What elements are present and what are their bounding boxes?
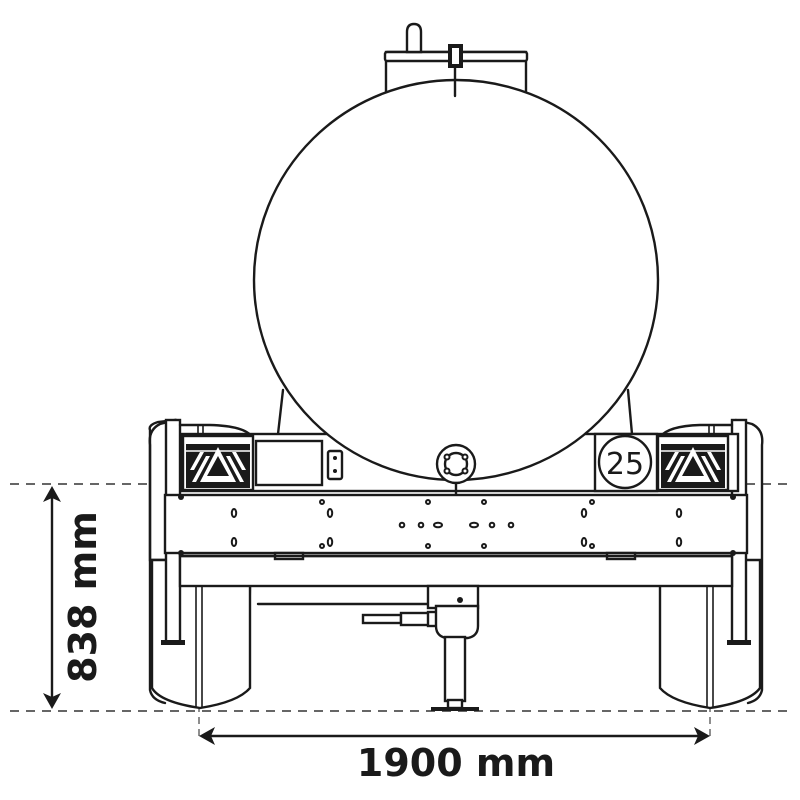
mounting-holes (230, 499, 683, 549)
left-tail-light (181, 434, 255, 492)
speed-limit-plate: 25 (593, 432, 659, 493)
right-tail-light (656, 434, 730, 492)
arrow-right-icon (694, 727, 710, 745)
tank-shell (252, 22, 660, 482)
axle-beam (178, 551, 734, 588)
vent-pipe (405, 22, 423, 54)
height-dimension: 838 mm (43, 486, 105, 709)
track-width-dimension-label: 1900 mm (357, 741, 555, 785)
license-plate-area (254, 439, 344, 487)
arrow-down-icon (43, 693, 61, 709)
tank-supports (276, 388, 634, 436)
rear-bumper-frame (163, 493, 749, 556)
arrow-up-icon (43, 486, 61, 502)
drain-outlet (435, 443, 477, 497)
speed-limit-label: 25 (606, 447, 644, 482)
support-jack-leg (256, 584, 480, 711)
track-width-dimension: 1900 mm (199, 727, 710, 785)
height-dimension-label: 838 mm (61, 511, 105, 683)
arrow-left-icon (199, 727, 215, 745)
